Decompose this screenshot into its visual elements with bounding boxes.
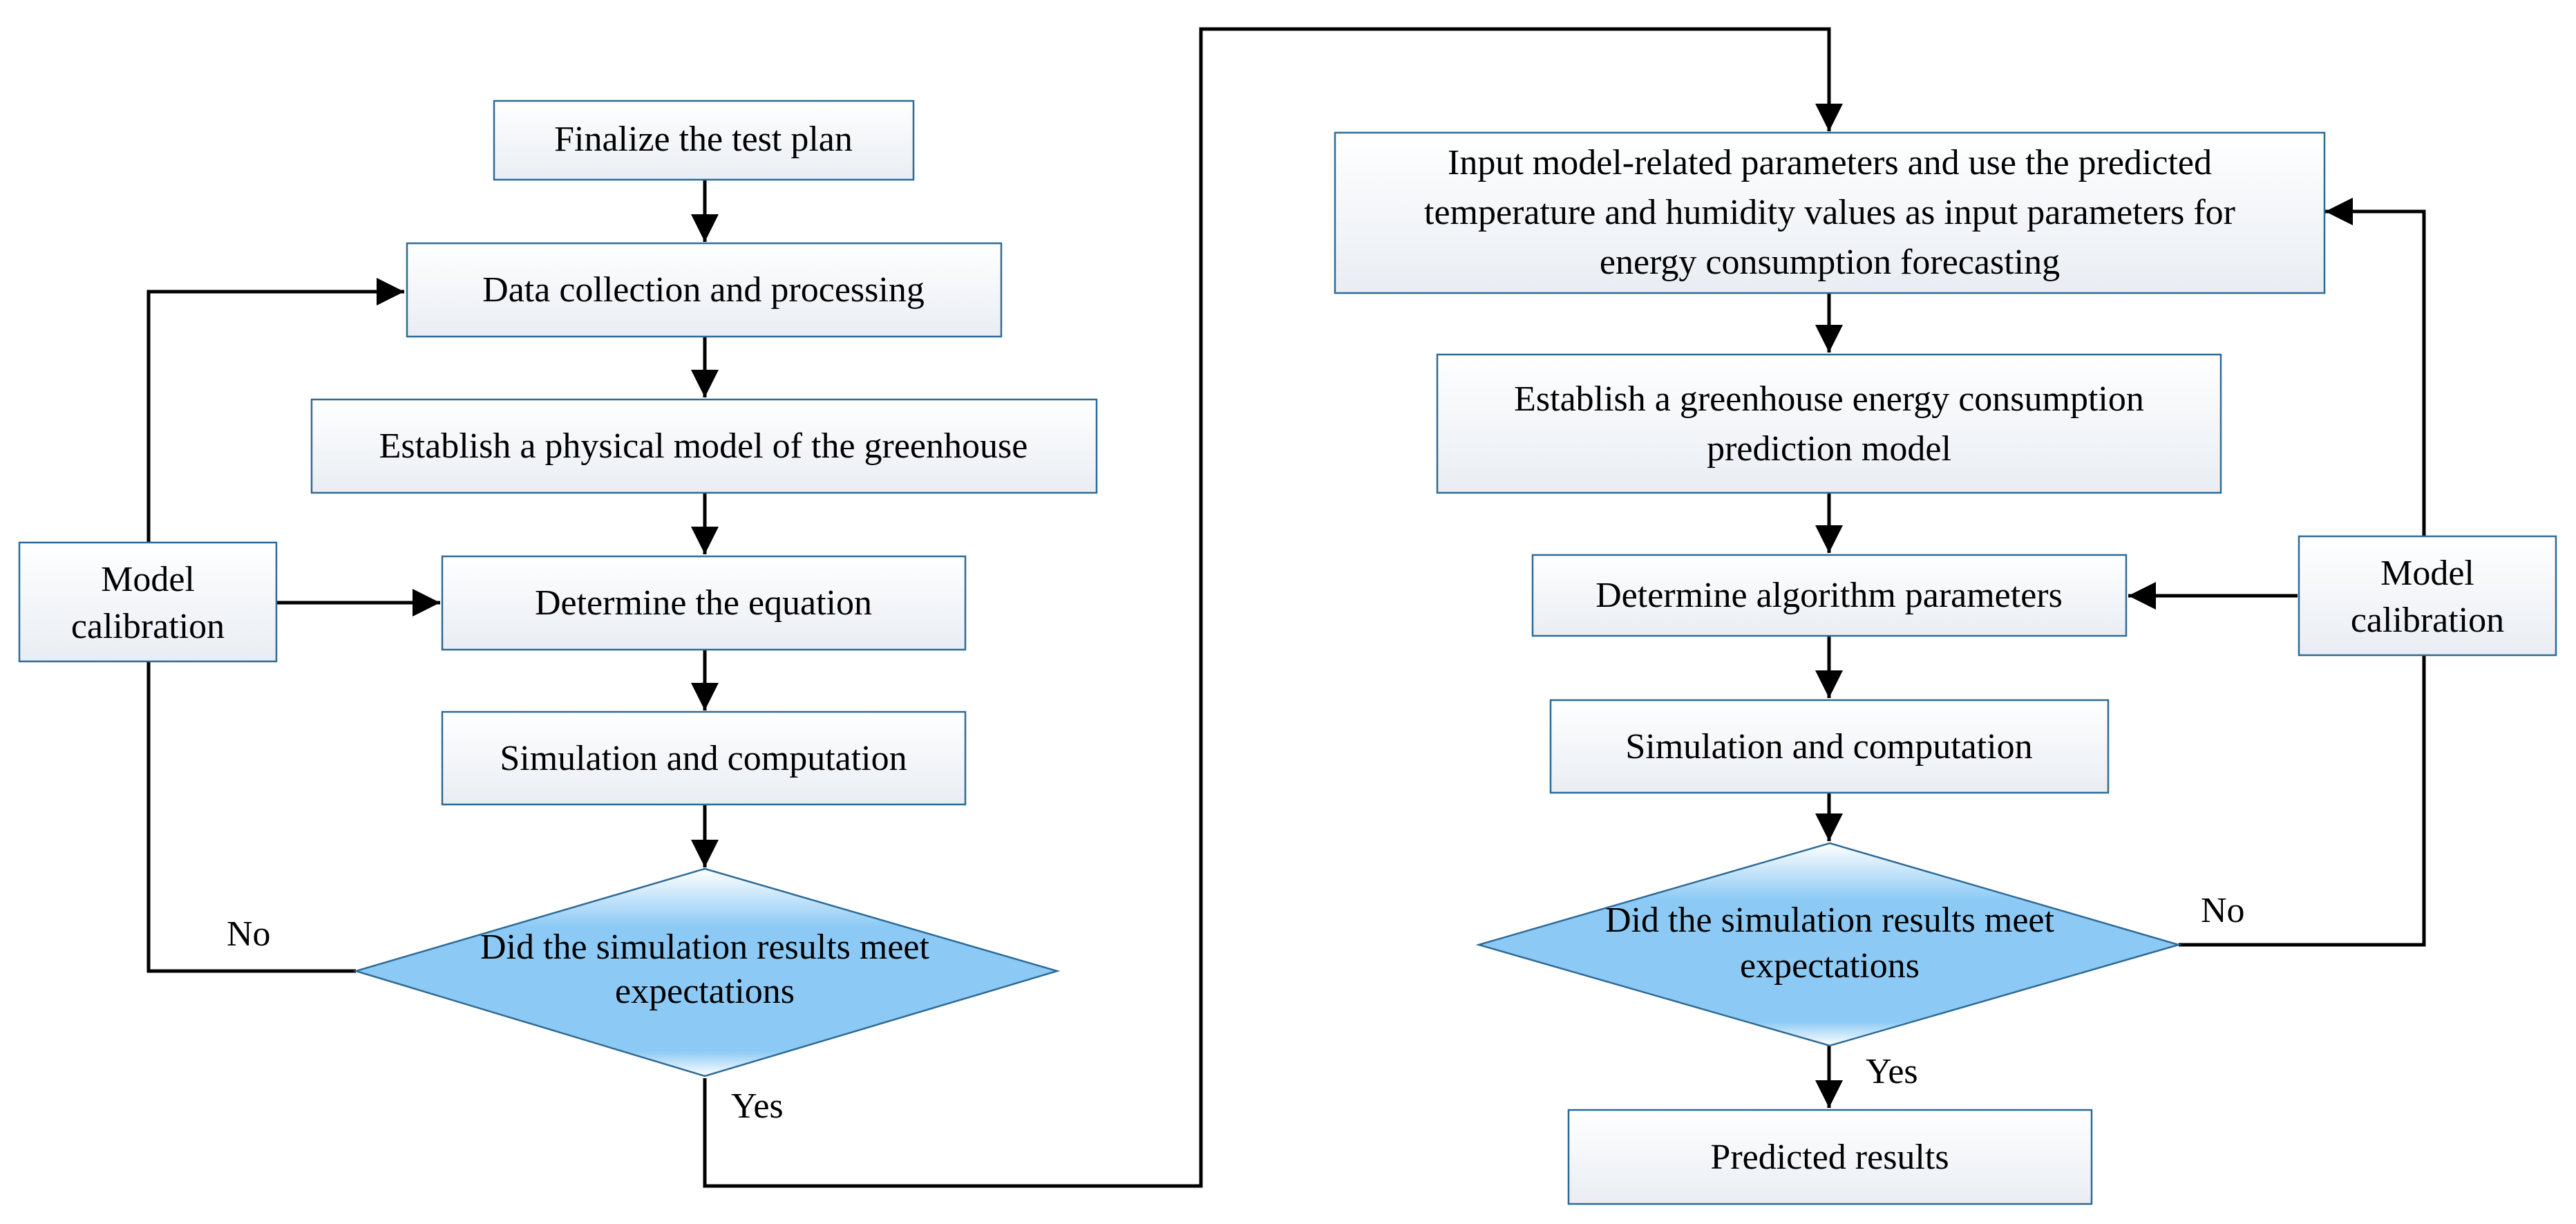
left-test-plan-box: Finalize the test plan xyxy=(493,100,915,181)
left-calibration-line-1: Model xyxy=(101,560,195,599)
right-decision-diamond: Did the simulation results meet expectat… xyxy=(1475,842,2182,1047)
right-yes-label: Yes xyxy=(1866,1052,1918,1091)
right-no-label: No xyxy=(2201,891,2245,930)
left-data-collection-box: Data collection and processing xyxy=(406,242,1003,338)
right-model-calibration-box: Model calibration xyxy=(2298,535,2557,657)
left-equation-label: Determine the equation xyxy=(535,583,872,623)
right-input-line-3: energy consumption forecasting xyxy=(1600,243,2060,282)
left-decision-line-1: Did the simulation results meet xyxy=(480,928,929,967)
right-energy-model-line-1: Establish a greenhouse energy consumptio… xyxy=(1514,379,2144,419)
left-simulation-label: Simulation and computation xyxy=(500,739,907,778)
right-decision-line-2: expectations xyxy=(1740,946,1920,986)
connector-yes-to-right-flow xyxy=(703,27,1843,1188)
right-simulation-label: Simulation and computation xyxy=(1625,727,2032,766)
left-equation-box: Determine the equation xyxy=(441,555,967,651)
right-energy-model-box: Establish a greenhouse energy consumptio… xyxy=(1436,353,2222,494)
right-algorithm-params-label: Determine algorithm parameters xyxy=(1595,576,2063,615)
left-no-label: No xyxy=(227,914,271,954)
right-input-parameters-box: Input model-related parameters and use t… xyxy=(1334,131,2326,294)
right-simulation-box: Simulation and computation xyxy=(1549,699,2110,794)
right-energy-model-line-2: prediction model xyxy=(1707,429,1951,469)
left-model-calibration-box: Model calibration xyxy=(18,541,278,663)
right-calibration-line-1: Model xyxy=(2380,554,2474,593)
right-input-line-2: temperature and humidity values as input… xyxy=(1424,193,2235,232)
left-yes-label: Yes xyxy=(731,1086,784,1126)
right-predicted-results-box: Predicted results xyxy=(1567,1109,2093,1205)
right-predicted-label: Predicted results xyxy=(1710,1138,1949,1177)
left-decision-line-2: expectations xyxy=(615,972,795,1011)
left-data-collection-label: Data collection and processing xyxy=(482,270,925,310)
left-physical-model-label: Establish a physical model of the greenh… xyxy=(379,426,1028,466)
right-input-line-1: Input model-related parameters and use t… xyxy=(1448,143,2212,182)
left-decision-diamond: Did the simulation results meet expectat… xyxy=(352,867,1061,1077)
left-calibration-line-2: calibration xyxy=(71,607,225,646)
right-decision-line-1: Did the simulation results meet xyxy=(1605,901,2054,940)
left-test-plan-label: Finalize the test plan xyxy=(554,120,853,159)
left-physical-model-box: Establish a physical model of the greenh… xyxy=(310,398,1098,494)
right-calibration-line-2: calibration xyxy=(2351,601,2504,640)
right-algorithm-params-box: Determine algorithm parameters xyxy=(1531,554,2128,637)
left-simulation-box: Simulation and computation xyxy=(441,710,967,806)
